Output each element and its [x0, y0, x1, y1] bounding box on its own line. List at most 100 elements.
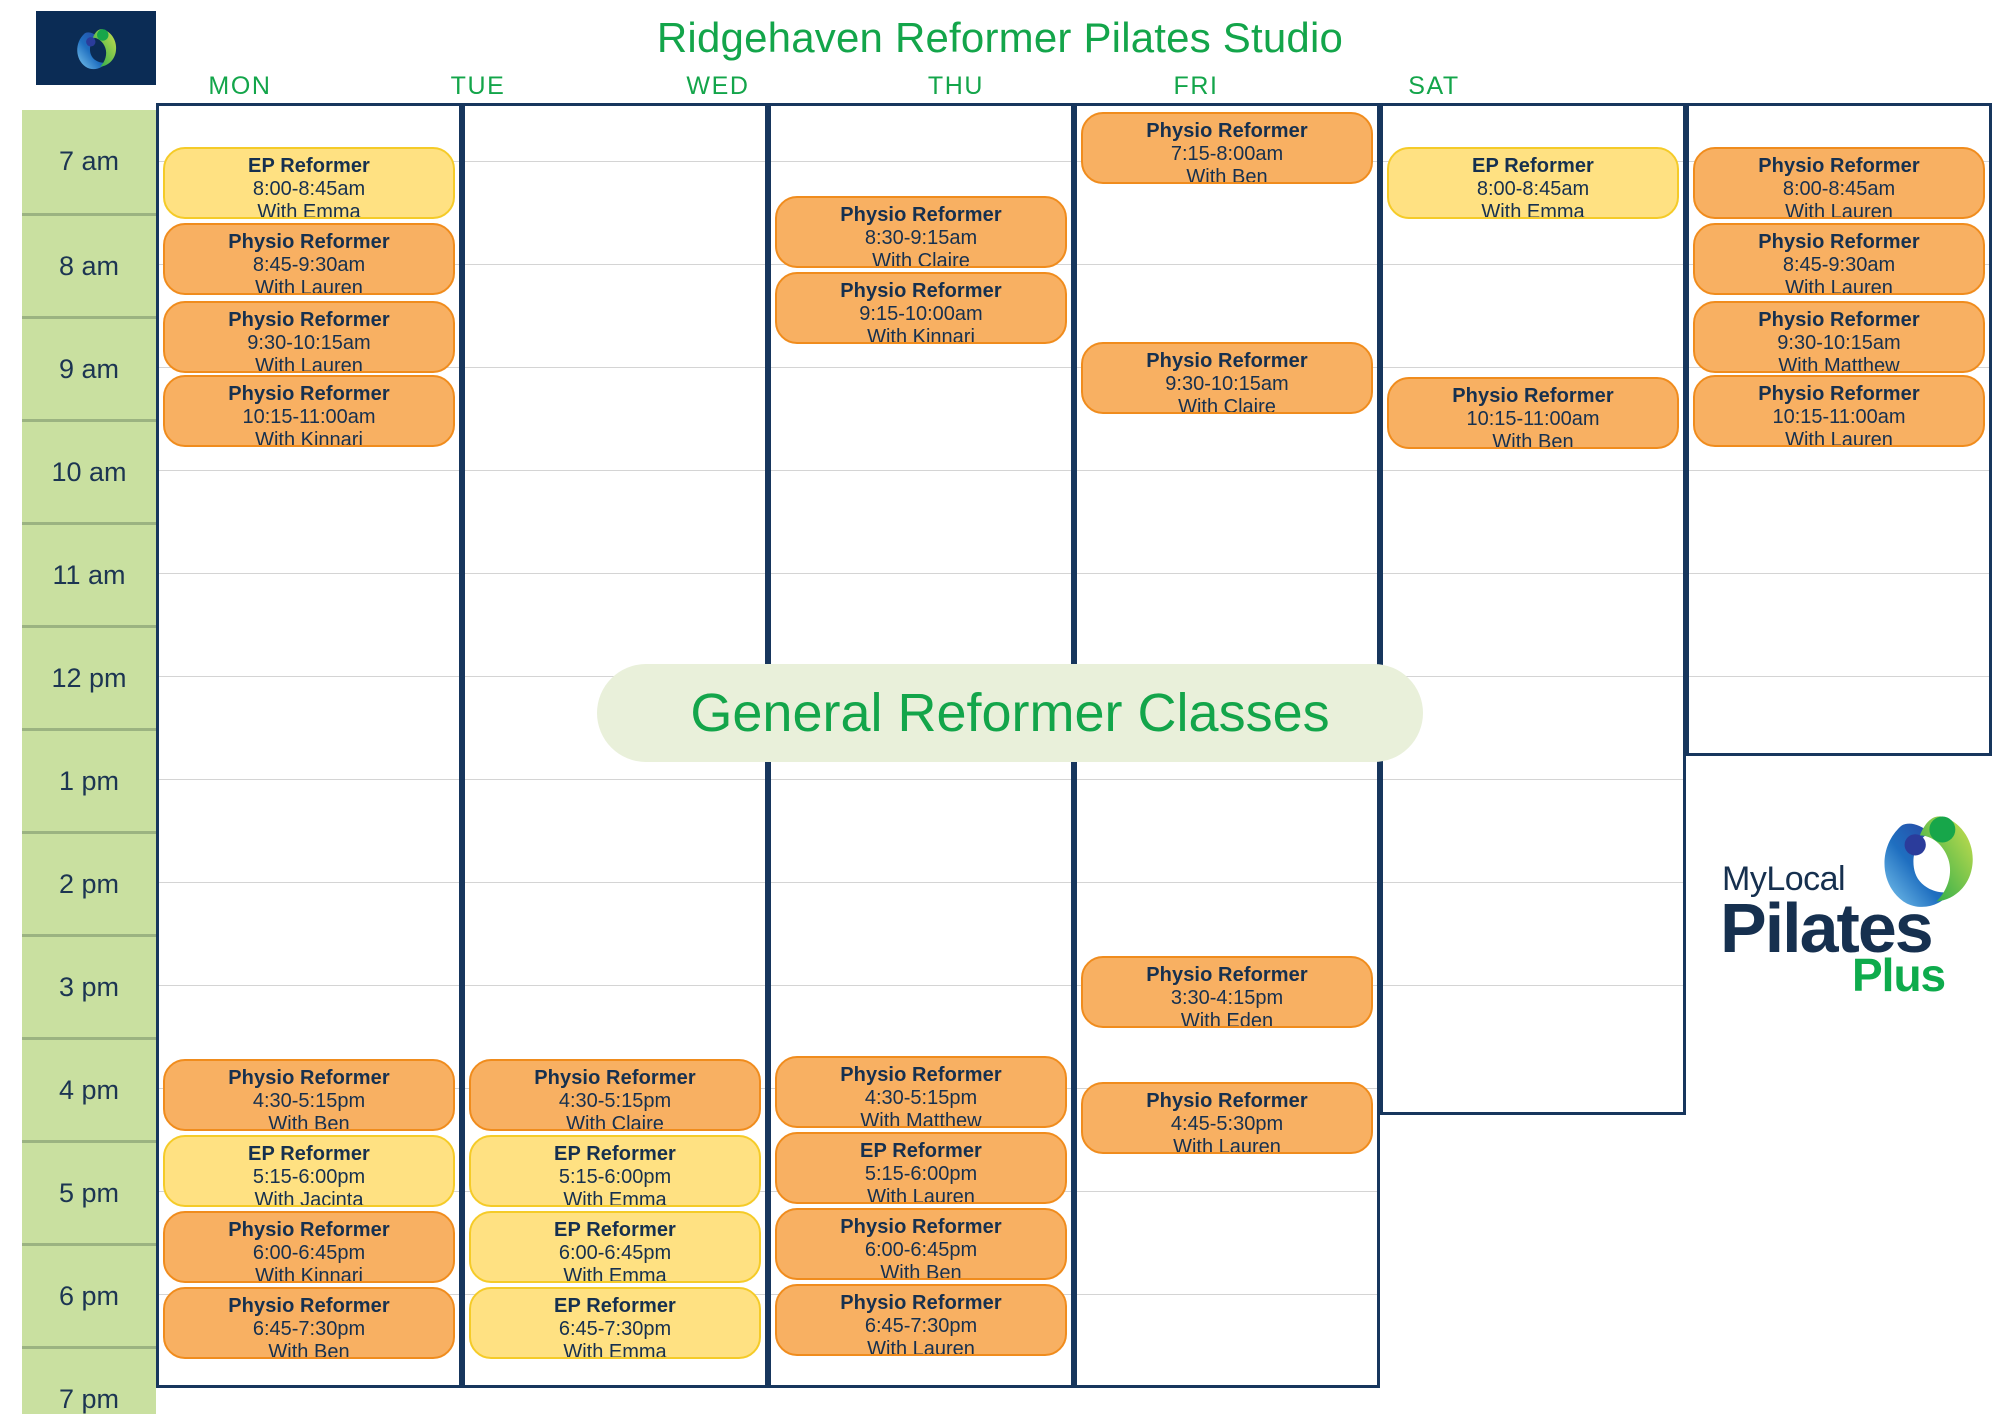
- pilates-figure-logo-icon: [77, 29, 117, 70]
- day-header-thu: THU: [927, 72, 985, 100]
- pilates-figure-logo-icon: [1884, 816, 1973, 907]
- hour-gridline: [771, 882, 1071, 883]
- class-instructor: With Emma: [1481, 201, 1585, 219]
- class-time: 8:30-9:15am: [864, 227, 978, 250]
- hour-gridline: [1689, 470, 1989, 471]
- day-header-fri: FRI: [1173, 72, 1219, 100]
- class-title: EP Reformer: [1472, 155, 1594, 177]
- class-instructor: With Eden: [1180, 1010, 1274, 1028]
- class-time: 8:45-9:30am: [252, 254, 366, 277]
- class-instructor: With Lauren: [255, 355, 363, 373]
- class-instructor: With Claire: [566, 1113, 664, 1131]
- class-time: 5:15-6:00pm: [558, 1166, 672, 1189]
- hour-gridline: [1077, 573, 1377, 574]
- time-gutter: 7 am 8 am 9 am 10 am 11 am 12 pm 1 pm 2 …: [22, 110, 156, 1414]
- class-time: 9:30-10:15am: [1165, 373, 1289, 396]
- hour-gridline: [1383, 676, 1683, 677]
- class-title: EP Reformer: [248, 155, 370, 177]
- class-time: 4:30-5:15pm: [558, 1090, 672, 1113]
- class-time: 4:30-5:15pm: [252, 1090, 366, 1113]
- hour-gridline: [465, 367, 765, 368]
- logo-pilates-text: Pilates: [1720, 889, 1934, 967]
- class-time: 10:15-11:00am: [242, 406, 376, 429]
- class-title: EP Reformer: [248, 1143, 370, 1165]
- hour-gridline: [465, 573, 765, 574]
- class-instructor: With Lauren: [1785, 277, 1893, 295]
- time-slot: 3 pm: [22, 934, 156, 1037]
- day-header-tue: TUE: [450, 72, 506, 100]
- time-slot: 1 pm: [22, 728, 156, 831]
- class-title: EP Reformer: [860, 1140, 982, 1162]
- class-title: EP Reformer: [554, 1219, 676, 1241]
- class-time: 4:30-5:15pm: [864, 1087, 978, 1110]
- class-title: Physio Reformer: [1452, 385, 1614, 407]
- hour-gridline: [159, 882, 459, 883]
- hour-gridline: [159, 985, 459, 986]
- class-title: Physio Reformer: [840, 1216, 1002, 1238]
- hour-gridline: [159, 470, 459, 471]
- hour-gridline: [1383, 367, 1683, 368]
- class-instructor: With Lauren: [1785, 201, 1893, 219]
- class-title: Physio Reformer: [1146, 350, 1308, 372]
- hour-gridline: [465, 161, 765, 162]
- day-header-wed: WED: [686, 72, 750, 100]
- time-slot: 9 am: [22, 316, 156, 419]
- hour-gridline: [159, 676, 459, 677]
- time-slot: 12 pm: [22, 625, 156, 728]
- class-instructor: With Ben: [1492, 431, 1574, 449]
- time-slot: 4 pm: [22, 1037, 156, 1140]
- day-header-mon: MON: [208, 72, 272, 100]
- hour-gridline: [771, 779, 1071, 780]
- hour-gridline: [1077, 779, 1377, 780]
- class-time: 6:00-6:45pm: [864, 1239, 978, 1262]
- class-time: 9:30-10:15am: [1777, 332, 1901, 355]
- class-time: 5:15-6:00pm: [864, 1163, 978, 1186]
- class-title: Physio Reformer: [840, 280, 1002, 302]
- hour-gridline: [159, 573, 459, 574]
- class-time: 6:45-7:30pm: [558, 1318, 672, 1341]
- class-title: EP Reformer: [554, 1143, 676, 1165]
- hour-gridline: [771, 573, 1071, 574]
- day-header-sat: SAT: [1408, 72, 1460, 100]
- class-instructor: With Ben: [880, 1262, 962, 1280]
- class-title: Physio Reformer: [1146, 1090, 1308, 1112]
- class-instructor: With Matthew: [1778, 355, 1900, 373]
- class-time: 6:45-7:30pm: [864, 1315, 978, 1338]
- hour-gridline: [159, 779, 459, 780]
- page-title: Ridgehaven Reformer Pilates Studio: [656, 14, 1344, 61]
- class-instructor: With Kinnari: [867, 326, 975, 344]
- general-reformer-banner: General Reformer Classes: [597, 664, 1423, 762]
